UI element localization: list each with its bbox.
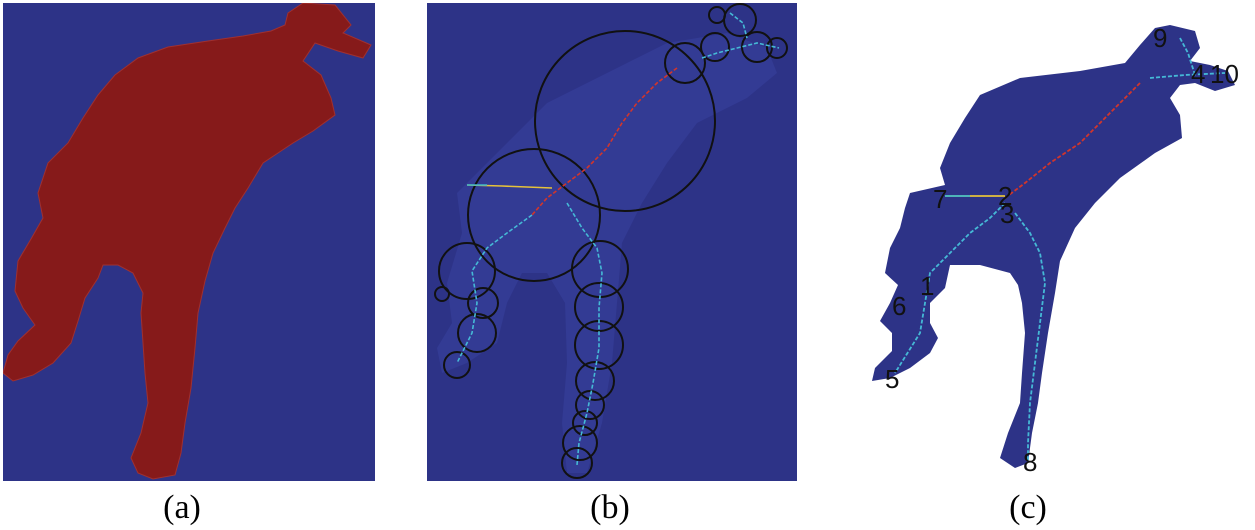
panel-b	[427, 3, 797, 481]
node-label-5: 5	[885, 364, 899, 394]
node-label-7: 7	[933, 184, 947, 214]
node-label-2: 2	[998, 181, 1012, 211]
node-label-9: 9	[1153, 23, 1167, 53]
node-label-6: 6	[892, 291, 906, 321]
node-label-1: 1	[920, 271, 934, 301]
panel-c: 9 4 10 7 2 3 1 6 5 8	[850, 3, 1255, 481]
medial-circles	[434, 3, 788, 479]
caption-b: (b)	[590, 489, 630, 526]
silhouette-halo	[437, 33, 777, 473]
node-label-10: 10	[1210, 59, 1239, 89]
skeleton-lines	[456, 12, 780, 466]
silhouette-shape	[872, 25, 1235, 468]
labeled-skeleton-plot: 9 4 10 7 2 3 1 6 5 8	[872, 23, 1239, 477]
silhouette-shape	[3, 3, 372, 480]
skeleton-lines	[894, 37, 1226, 461]
caption-c: (c)	[1009, 489, 1047, 526]
node-label-3: 3	[1000, 199, 1014, 229]
silhouette-plot	[3, 3, 375, 481]
node-label-8: 8	[1023, 447, 1037, 477]
node-labels: 9 4 10 7 2 3 1 6 5 8	[885, 23, 1239, 477]
node-label-4: 4	[1191, 59, 1205, 89]
panel-a	[3, 3, 375, 481]
caption-a: (a)	[163, 489, 201, 526]
skeleton-circle-plot	[427, 3, 797, 481]
